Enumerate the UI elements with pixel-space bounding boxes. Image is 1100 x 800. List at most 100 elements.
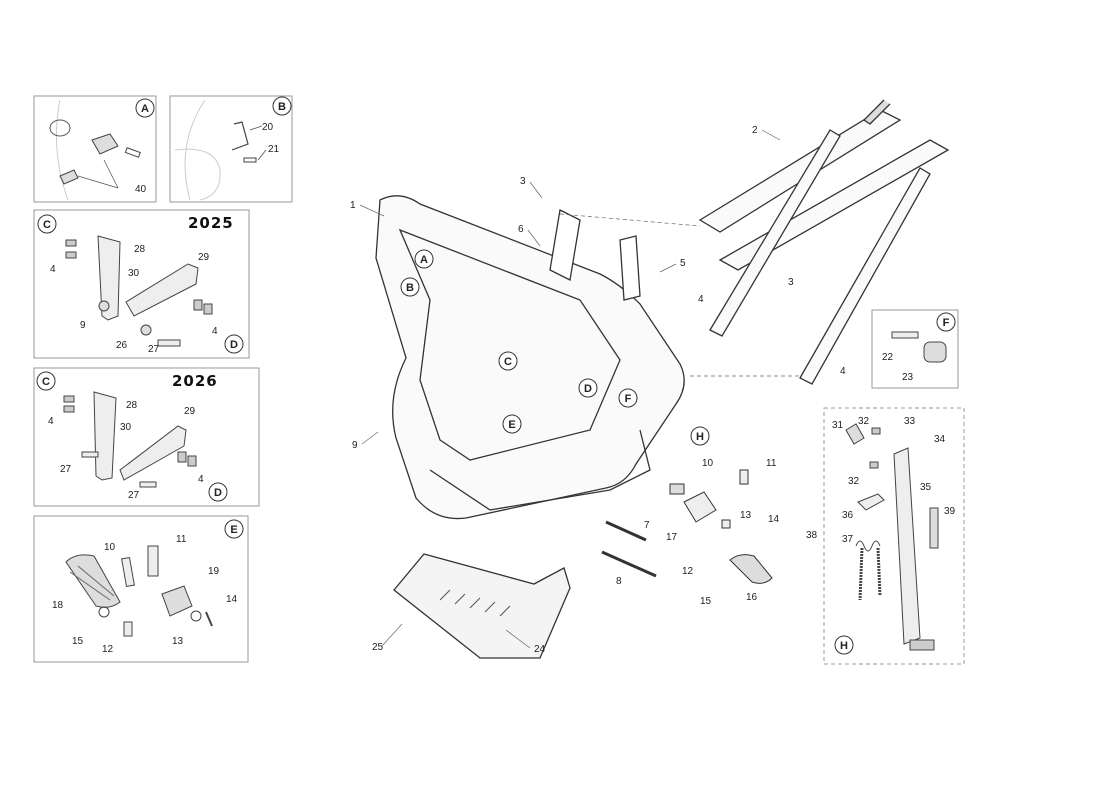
svg-text:D: D xyxy=(214,487,222,499)
panel-e-badge: E xyxy=(224,519,244,539)
panel-f-badge: F xyxy=(936,312,956,332)
svg-text:11: 11 xyxy=(176,534,187,545)
svg-text:15: 15 xyxy=(700,596,712,607)
svg-text:9: 9 xyxy=(352,440,358,451)
svg-text:4: 4 xyxy=(840,366,846,377)
svg-text:14: 14 xyxy=(768,514,780,525)
panel-e: E 10 11 18 19 14 15 12 13 xyxy=(33,515,249,663)
svg-text:32: 32 xyxy=(858,416,870,427)
svg-text:13: 13 xyxy=(740,510,752,521)
svg-text:6: 6 xyxy=(518,224,524,235)
svg-text:F: F xyxy=(625,393,632,405)
svg-text:26: 26 xyxy=(116,340,128,351)
footpeg-assembly xyxy=(601,469,773,584)
year-2025-label: 2025 xyxy=(188,214,234,232)
svg-text:28: 28 xyxy=(134,244,146,255)
svg-text:24: 24 xyxy=(534,644,546,655)
svg-text:D: D xyxy=(230,339,238,351)
svg-text:12: 12 xyxy=(682,566,694,577)
panel-c-2026: C 2026 4 28 29 30 27 27 4 D xyxy=(33,367,260,507)
svg-text:38: 38 xyxy=(806,530,818,541)
svg-text:32: 32 xyxy=(848,476,860,487)
svg-text:2: 2 xyxy=(752,125,758,136)
svg-text:4: 4 xyxy=(212,326,218,337)
svg-text:5: 5 xyxy=(680,258,686,269)
svg-text:D: D xyxy=(584,383,592,395)
part-21-label: 21 xyxy=(268,144,280,155)
panel-c-2025-badge: C xyxy=(37,214,57,234)
svg-text:29: 29 xyxy=(184,406,196,417)
svg-text:E: E xyxy=(508,419,515,431)
svg-text:35: 35 xyxy=(920,482,932,493)
svg-text:3: 3 xyxy=(520,176,526,187)
svg-text:17: 17 xyxy=(666,532,678,543)
panel-c-2026-badge: C xyxy=(36,371,56,391)
part-20-label: 20 xyxy=(262,122,274,133)
svg-text:31: 31 xyxy=(832,420,844,431)
svg-text:A: A xyxy=(420,254,428,266)
svg-text:36: 36 xyxy=(842,510,854,521)
svg-text:28: 28 xyxy=(126,400,138,411)
svg-text:29: 29 xyxy=(198,252,210,263)
svg-text:4: 4 xyxy=(698,294,704,305)
svg-text:B: B xyxy=(406,282,414,294)
part-40-label: 40 xyxy=(135,184,147,195)
leader-lines xyxy=(359,129,800,649)
svg-text:E: E xyxy=(230,524,237,536)
panel-b-badge: B xyxy=(272,96,292,116)
svg-text:23: 23 xyxy=(902,372,914,383)
svg-text:10: 10 xyxy=(104,542,116,553)
svg-text:34: 34 xyxy=(934,434,946,445)
svg-text:A: A xyxy=(141,103,149,115)
svg-text:27: 27 xyxy=(60,464,72,475)
panel-a: 40 A xyxy=(33,95,157,203)
main-part-labels: 1 2 3 3 6 5 4 4 9 10 11 7 8 17 13 14 12 … xyxy=(350,125,846,655)
svg-text:H: H xyxy=(696,431,704,443)
panel-a-badge: A xyxy=(135,98,155,118)
svg-text:C: C xyxy=(43,219,51,231)
svg-text:30: 30 xyxy=(120,422,132,433)
svg-text:27: 27 xyxy=(128,490,140,501)
svg-text:15: 15 xyxy=(72,636,84,647)
svg-text:C: C xyxy=(504,356,512,368)
svg-text:22: 22 xyxy=(882,352,894,363)
svg-text:19: 19 xyxy=(208,566,220,577)
svg-text:10: 10 xyxy=(702,458,714,469)
svg-text:18: 18 xyxy=(52,600,64,611)
svg-text:C: C xyxy=(42,376,50,388)
panel-c-2025-d-badge: D xyxy=(224,334,244,354)
svg-text:13: 13 xyxy=(172,636,184,647)
svg-text:37: 37 xyxy=(842,534,854,545)
svg-text:4: 4 xyxy=(48,416,54,427)
main-callouts: A B C D E F H xyxy=(400,249,710,446)
panel-c-2025: C 2025 4 28 29 30 9 26 27 4 D xyxy=(33,209,250,359)
svg-text:25: 25 xyxy=(372,642,384,653)
main-frame xyxy=(375,195,685,520)
svg-text:14: 14 xyxy=(226,594,238,605)
svg-text:8: 8 xyxy=(616,576,622,587)
svg-text:33: 33 xyxy=(904,416,916,427)
svg-text:16: 16 xyxy=(746,592,758,603)
svg-text:B: B xyxy=(278,101,286,113)
panel-h-badge: H xyxy=(834,635,854,655)
svg-text:1: 1 xyxy=(350,200,356,211)
skid-plate xyxy=(393,553,571,659)
panel-h: H 31 32 33 34 32 35 36 39 37 38 xyxy=(806,407,965,665)
svg-text:4: 4 xyxy=(198,474,204,485)
panel-c-2026-d-badge: D xyxy=(208,482,228,502)
svg-text:30: 30 xyxy=(128,268,140,279)
year-2026-label: 2026 xyxy=(172,372,218,390)
svg-text:12: 12 xyxy=(102,644,114,655)
svg-text:4: 4 xyxy=(50,264,56,275)
panel-b: 20 21 B xyxy=(169,95,293,203)
svg-text:F: F xyxy=(943,317,950,329)
svg-text:27: 27 xyxy=(148,344,160,355)
svg-text:7: 7 xyxy=(644,520,650,531)
svg-text:H: H xyxy=(840,640,848,652)
panel-f: F 22 23 xyxy=(871,309,959,389)
svg-text:11: 11 xyxy=(766,458,777,469)
svg-text:3: 3 xyxy=(788,277,794,288)
svg-text:39: 39 xyxy=(944,506,956,517)
rear-subframe xyxy=(698,99,950,385)
